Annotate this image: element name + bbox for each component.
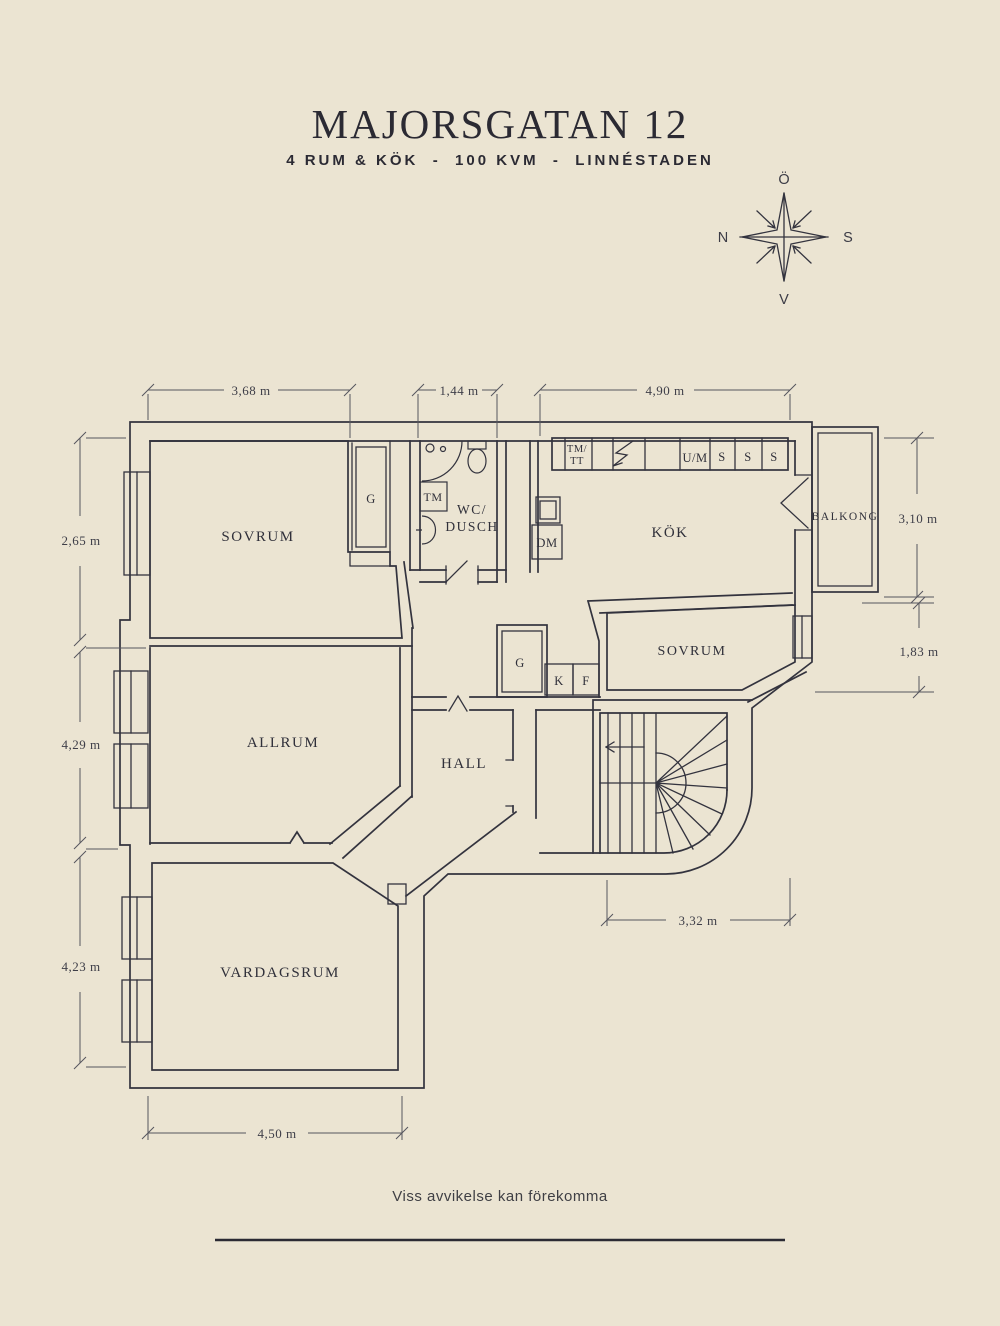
- closet-label-g-hall: G: [515, 656, 525, 670]
- dimension-top-right: 4,90 m: [645, 383, 684, 398]
- appliance-label-k: K: [554, 674, 564, 688]
- closet-label-g-sovrum: G: [366, 492, 376, 506]
- room-labels: SOVRUM ALLRUM VARDAGSRUM HALL KÖK SOVRUM…: [220, 502, 879, 981]
- window-icon: [792, 615, 813, 659]
- compass-rose-icon: Ö S V N: [718, 170, 853, 308]
- window-icon: [123, 471, 151, 576]
- drain-icon: [425, 443, 435, 453]
- bathroom-fixtures: [416, 440, 487, 545]
- cabinet-label-s2: S: [744, 450, 751, 464]
- dimension-left-upper: 2,65 m: [61, 533, 100, 548]
- dimension-top-left: 3,68 m: [231, 383, 270, 398]
- windows: [113, 471, 813, 1043]
- room-label-wc-dusch-line1: WC/: [457, 502, 487, 517]
- compass-label-west: V: [779, 292, 789, 308]
- disclaimer-text: Viss avvikelse kan förekomma: [392, 1188, 608, 1205]
- washer-box: [419, 481, 448, 512]
- page-subtitle: 4 RUM & KÖK - 100 KVM - LINNÉSTADEN: [286, 152, 714, 169]
- staircase: [599, 712, 728, 854]
- hall-closet: [496, 624, 548, 698]
- stove-icon: [612, 440, 634, 467]
- dishwasher-box: [531, 524, 563, 560]
- dimension-left-lower: 4,23 m: [61, 959, 100, 974]
- appliance-label-tm: TM: [424, 490, 443, 504]
- room-label-kok: KÖK: [652, 524, 689, 541]
- balcony: [811, 426, 879, 593]
- room-label-wc-dusch-line2: DUSCH: [445, 519, 498, 534]
- fixture-labels: G G TM DM TM/ TT U/M S S S K F: [366, 444, 777, 688]
- toilet-icon: [467, 440, 487, 474]
- window-icon: [121, 979, 153, 1043]
- appliance-label-f: F: [582, 674, 589, 688]
- window-icon: [121, 896, 153, 960]
- sink-icon: [535, 496, 561, 524]
- appliance-label-dm: DM: [536, 536, 557, 550]
- dimension-top-middle: 1,44 m: [439, 383, 478, 398]
- stair-direction-arrow-icon: [605, 741, 645, 753]
- cabinet-label-s3: S: [770, 450, 777, 464]
- room-label-hall: HALL: [441, 756, 487, 772]
- compass-label-south: S: [843, 230, 853, 246]
- sink-icon: [416, 515, 437, 545]
- compass-label-north: N: [718, 230, 728, 246]
- compass-label-east: Ö: [778, 170, 789, 188]
- dimension-lines: 3,68 m 1,44 m 4,90 m 3,10 m 1,83 m 2,65 …: [61, 383, 938, 1141]
- room-label-sovrum-1: SOVRUM: [221, 529, 294, 545]
- cabinet-label-s1: S: [718, 450, 725, 464]
- dimension-right-upper: 3,10 m: [898, 511, 937, 526]
- page-title: MAJORSGATAN 12: [311, 101, 689, 147]
- room-label-vardagsrum: VARDAGSRUM: [220, 965, 340, 981]
- window-icon: [113, 743, 149, 809]
- dimension-bottom-right: 3,32 m: [678, 913, 717, 928]
- appliance-label-tm-tt-line1: TM/: [567, 444, 587, 455]
- room-label-balkong: BALKONG: [812, 511, 879, 523]
- room-label-sovrum-2: SOVRUM: [658, 644, 727, 659]
- dimension-left-middle: 4,29 m: [61, 737, 100, 752]
- appliance-label-um: U/M: [682, 451, 707, 465]
- appliance-label-tm-tt-line2: TT: [570, 456, 584, 467]
- room-label-allrum: ALLRUM: [247, 735, 319, 751]
- shower-icon: [421, 440, 463, 482]
- freezer-box: [572, 663, 600, 696]
- dimension-bottom-left: 4,50 m: [257, 1126, 296, 1141]
- window-icon: [113, 670, 149, 734]
- kitchen-counter: [531, 437, 789, 696]
- dimension-right-lower: 1,83 m: [899, 644, 938, 659]
